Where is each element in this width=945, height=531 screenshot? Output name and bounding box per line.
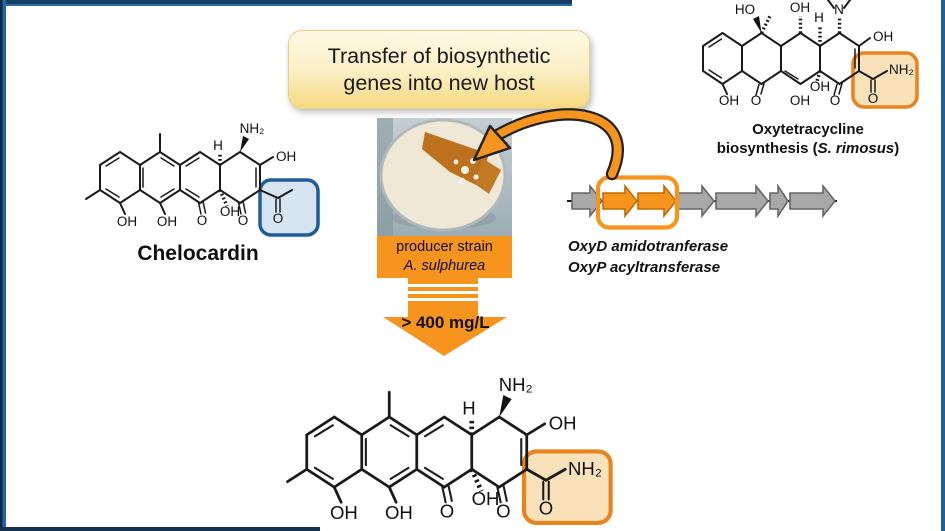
- producer-strain-photo: [377, 118, 512, 236]
- atom-label: N: [834, 2, 844, 17]
- atom-label: OH: [472, 488, 500, 509]
- oxy-caption-line1: Oxytetracycline: [752, 121, 864, 138]
- atom-label: NH₂: [499, 374, 533, 395]
- gene-arrow: [715, 183, 770, 219]
- hash-bond-methyl: [759, 15, 772, 34]
- colony-dot: [473, 174, 479, 180]
- atom-label: NH₂: [568, 458, 602, 479]
- atom-label: OH: [790, 0, 810, 15]
- caption-prefix: biosynthesis (: [716, 140, 818, 157]
- product-double-bonds: [313, 424, 550, 504]
- wedge-bond-nh2: [499, 395, 512, 417]
- atom-label: OH: [330, 502, 358, 523]
- atom-label: OH: [220, 204, 240, 219]
- hash-bond-oh: [218, 189, 229, 207]
- hash-bond-oh: [469, 468, 484, 493]
- atom-label: O: [751, 93, 762, 108]
- left-accent-bar: [0, 0, 6, 531]
- producer-strain-label: producer strain A. sulphurea: [377, 236, 512, 278]
- atom-label: NH₂: [889, 62, 914, 77]
- atom-label: O: [440, 500, 454, 521]
- atom-label: O: [539, 498, 553, 519]
- atom-label: H: [462, 397, 475, 418]
- gene-captions: OxyD amidotranferase OxyP acyltransferas…: [568, 236, 808, 278]
- atom-label: O: [496, 500, 510, 521]
- atom-label: OH: [385, 502, 413, 523]
- producer-line-1: producer strain: [396, 239, 493, 255]
- gene-arrow: [677, 183, 716, 219]
- title-line-2: genes into new host: [343, 70, 535, 95]
- amide-highlight-box: [851, 51, 919, 109]
- product-structure: OH OH O OH O O NH₂ H OH NH₂: [286, 374, 613, 525]
- agar-region: [422, 132, 489, 186]
- atom-label: O: [238, 213, 249, 228]
- wedge-bond-nh2: [240, 136, 249, 152]
- acetyl-highlight-box: [258, 178, 320, 237]
- atom-label: O: [273, 211, 284, 226]
- wedge-bond-ho: [753, 16, 762, 33]
- atom-label: OH: [157, 214, 177, 229]
- atom-label: H: [814, 10, 824, 25]
- atom-label: O: [830, 93, 841, 108]
- atom-label: OH: [276, 149, 296, 164]
- atom-label: OH: [549, 412, 577, 433]
- atom-label: OH: [117, 214, 137, 229]
- title-box: Transfer of biosynthetic genes into new …: [288, 30, 590, 109]
- gene-arrow-oxyd: [602, 183, 639, 219]
- colony-dot: [461, 166, 469, 174]
- yield-down-arrow-icon: [383, 278, 507, 356]
- agar-region-2: [475, 158, 501, 194]
- gene-highlight-box: [595, 175, 680, 230]
- chelocardin-label: Chelocardin: [137, 242, 259, 265]
- bottom-accent-bar: [0, 527, 320, 531]
- gene-arrow: [769, 183, 789, 219]
- yield-label: > 400 mg/L: [401, 313, 490, 332]
- oxy-caption-line2: biosynthesis (S. rimosus): [678, 139, 938, 158]
- chelocardin-double-bonds: [105, 157, 281, 215]
- oxytetracycline-structure: HO OH H N OH NH₂ OH OH O OH O O: [702, 0, 919, 109]
- atom-label: OH: [790, 93, 810, 108]
- gene-cluster: [567, 175, 837, 230]
- top-accent-bar: [0, 0, 572, 6]
- gene-arrow: [789, 183, 837, 219]
- atom-label: HO: [735, 2, 755, 17]
- atom-label: NH₂: [240, 121, 265, 136]
- title-line-1: Transfer of biosynthetic: [327, 43, 551, 68]
- caption-species: S. rimosus: [817, 140, 895, 157]
- gene-arrow-oxyp: [637, 183, 678, 219]
- atom-label: O: [197, 213, 208, 228]
- colony-dot: [458, 177, 466, 185]
- atom-label: OH: [719, 93, 739, 108]
- producer-species: A. sulphurea: [403, 258, 486, 274]
- gene-caption-oxyd: OxyD amidotranferase: [568, 238, 729, 255]
- atom-label: O: [868, 91, 879, 106]
- dish-rim: [379, 118, 507, 232]
- oxy-double-bonds: [708, 38, 876, 96]
- atom-label: OH: [873, 29, 893, 44]
- atom-label: OH: [810, 79, 830, 94]
- curved-transfer-arrow-icon: [472, 108, 624, 181]
- right-accent-bar: [941, 0, 945, 531]
- caption-suffix: ): [894, 140, 900, 157]
- hash-bond-oh-mid: [815, 70, 822, 82]
- atom-label: H: [213, 138, 223, 153]
- oxytetracycline-caption: Oxytetracycline biosynthesis (S. rimosus…: [678, 120, 938, 158]
- gene-caption-oxyp: OxyP acyltransferase: [568, 259, 721, 276]
- colony-dot: [453, 159, 459, 165]
- chelocardin-structure: OH OH O OH O O NH₂ H OH: [85, 121, 320, 237]
- amide-highlight-box: [521, 449, 613, 525]
